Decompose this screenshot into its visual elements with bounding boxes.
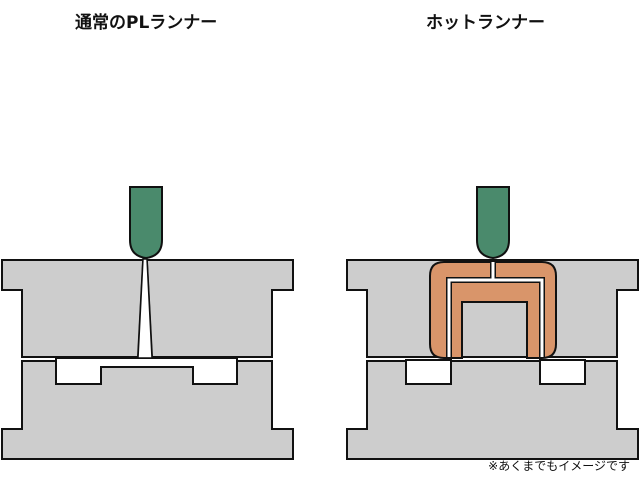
right-upper-mold <box>346 259 639 358</box>
left-lower-mold <box>1 360 294 460</box>
normal-runner-mold <box>1 186 294 460</box>
title-normal-pl-runner: 通常のPLランナー <box>75 13 218 33</box>
image-disclaimer-note: ※あくまでもイメージです <box>488 459 630 473</box>
left-nozzle <box>129 186 163 260</box>
right-nozzle <box>476 186 510 260</box>
left-runner-cavity <box>55 357 238 385</box>
hot-runner-manifold <box>429 261 557 359</box>
right-cavity-right <box>539 359 586 385</box>
right-lower-mold <box>346 360 639 460</box>
right-cavity-left <box>405 359 452 385</box>
left-sprue <box>137 258 153 359</box>
title-hot-runner: ホットランナー <box>426 13 545 33</box>
hot-runner-mold <box>346 186 639 460</box>
